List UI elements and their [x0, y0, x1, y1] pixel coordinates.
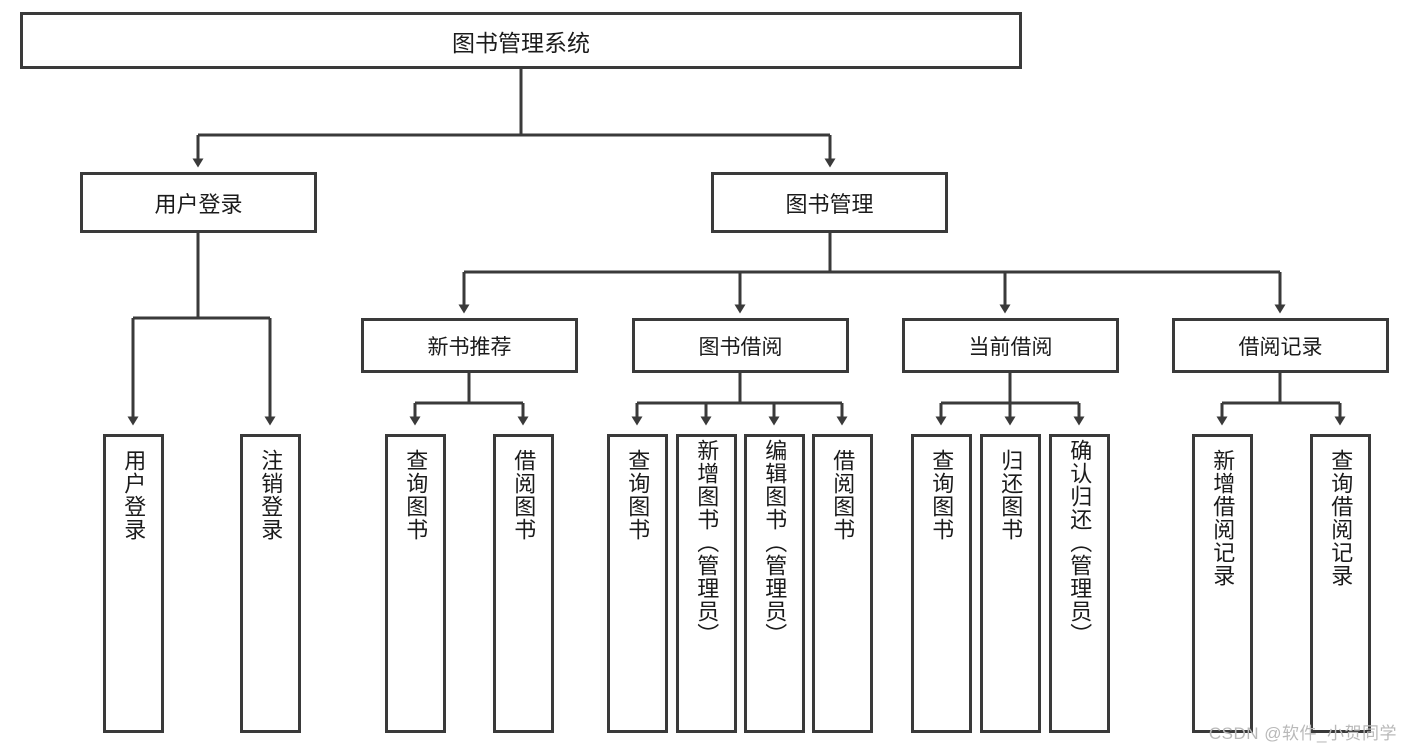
- leaf-edit-book-admin-label: 编辑图书（管理员）: [762, 439, 788, 646]
- leaf-edit-book-admin[interactable]: 编辑图书（管理员）: [744, 434, 805, 733]
- leaf-borrow-books-label: 借阅图书: [830, 449, 856, 541]
- leaf-query-books-recommend[interactable]: 查询图书: [385, 434, 446, 733]
- leaf-query-books-borrow-label: 查询图书: [625, 449, 651, 541]
- leaf-add-borrow-record-label: 新增借阅记录: [1210, 449, 1236, 587]
- leaf-confirm-return-admin[interactable]: 确认归还（管理员）: [1049, 434, 1110, 733]
- leaf-query-books-current[interactable]: 查询图书: [911, 434, 972, 733]
- leaf-logout[interactable]: 注销登录: [240, 434, 301, 733]
- node-book-management[interactable]: 图书管理: [711, 172, 948, 233]
- node-new-book-recommend-label: 新书推荐: [427, 335, 512, 359]
- leaf-borrow-books[interactable]: 借阅图书: [812, 434, 873, 733]
- leaf-query-books-recommend-label: 查询图书: [403, 449, 429, 541]
- leaf-borrow-books-recommend-label: 借阅图书: [511, 449, 537, 541]
- node-new-book-recommend[interactable]: 新书推荐: [361, 318, 578, 373]
- leaf-add-book-admin-label: 新增图书（管理员）: [694, 439, 720, 646]
- leaf-user-login-label: 用户登录: [121, 449, 147, 541]
- leaf-query-borrow-record[interactable]: 查询借阅记录: [1310, 434, 1371, 733]
- leaf-return-books-label: 归还图书: [998, 449, 1024, 541]
- node-user-login[interactable]: 用户登录: [80, 172, 317, 233]
- leaf-query-books-current-label: 查询图书: [929, 449, 955, 541]
- leaf-add-book-admin[interactable]: 新增图书（管理员）: [676, 434, 737, 733]
- watermark: CSDN @软件_小贺同学: [1208, 724, 1397, 743]
- leaf-borrow-books-recommend[interactable]: 借阅图书: [493, 434, 554, 733]
- leaf-confirm-return-admin-label: 确认归还（管理员）: [1067, 439, 1093, 646]
- leaf-return-books[interactable]: 归还图书: [980, 434, 1041, 733]
- node-current-borrow-label: 当前借阅: [968, 335, 1053, 359]
- node-root-label: 图书管理系统: [452, 29, 590, 56]
- node-root[interactable]: 图书管理系统: [20, 12, 1022, 69]
- node-book-borrow-label: 图书借阅: [698, 335, 783, 359]
- node-user-login-label: 用户登录: [154, 191, 243, 217]
- leaf-add-borrow-record[interactable]: 新增借阅记录: [1192, 434, 1253, 733]
- leaf-logout-label: 注销登录: [258, 449, 284, 541]
- leaf-user-login[interactable]: 用户登录: [103, 434, 164, 733]
- node-current-borrow[interactable]: 当前借阅: [902, 318, 1119, 373]
- leaf-query-borrow-record-label: 查询借阅记录: [1328, 449, 1354, 587]
- leaf-query-books-borrow[interactable]: 查询图书: [607, 434, 668, 733]
- node-borrow-records-label: 借阅记录: [1238, 335, 1323, 359]
- node-borrow-records[interactable]: 借阅记录: [1172, 318, 1389, 373]
- node-book-borrow[interactable]: 图书借阅: [632, 318, 849, 373]
- node-book-management-label: 图书管理: [785, 191, 874, 217]
